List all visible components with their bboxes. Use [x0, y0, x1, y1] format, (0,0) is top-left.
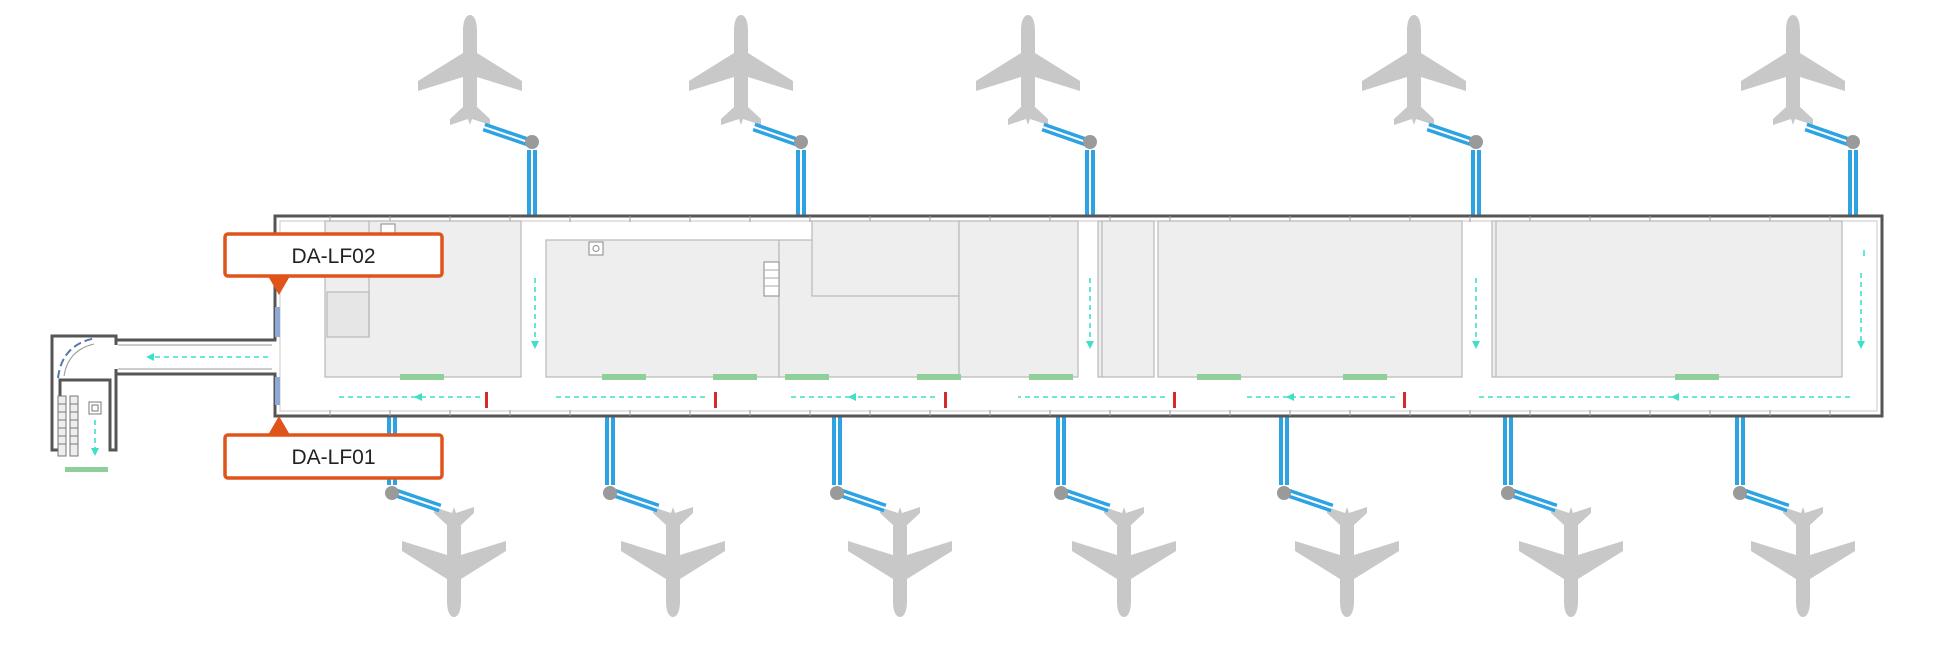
- counters: [65, 374, 1719, 472]
- gate-markers: [485, 392, 1406, 408]
- jet-bridge-icon: [482, 122, 539, 218]
- airplane-icon: [689, 15, 793, 125]
- room-block: [545, 239, 780, 378]
- callout-label: DA-LF02: [291, 245, 375, 268]
- callout-da-lf02[interactable]: DA-LF02: [223, 232, 444, 295]
- airplane-icon: [1295, 507, 1399, 617]
- jet-bridge-icon: [1054, 416, 1111, 513]
- aircraft-top-row: [418, 15, 1845, 125]
- flow-arrows: [91, 250, 1865, 456]
- room-block: [1157, 220, 1463, 378]
- room-blocks: [324, 220, 1843, 378]
- room-block: [1097, 220, 1155, 378]
- airplane-icon: [621, 507, 725, 617]
- airplane-icon: [1072, 507, 1176, 617]
- airplane-icon: [1362, 15, 1466, 125]
- jet-bridge-icon: [603, 416, 660, 513]
- airplane-icon: [418, 15, 522, 125]
- jet-bridge-icon: [1804, 122, 1860, 218]
- jet-bridges-bottom: [385, 416, 1790, 513]
- entrance-doors: [275, 307, 280, 405]
- room-block: [958, 220, 1079, 378]
- room-block: [1491, 220, 1843, 378]
- airplane-icon: [1741, 15, 1845, 125]
- airplane-icon: [1751, 507, 1855, 617]
- callout-da-lf01[interactable]: DA-LF01: [223, 416, 444, 480]
- jet-bridge-icon: [752, 122, 808, 218]
- room-block: [326, 291, 370, 338]
- room-block: [811, 220, 960, 297]
- jet-bridge-icon: [830, 416, 887, 513]
- airplane-icon: [848, 507, 952, 617]
- aircraft-bottom-row: [402, 507, 1855, 617]
- jet-bridges-top: [482, 122, 1860, 218]
- jet-bridge-icon: [1733, 416, 1790, 513]
- jet-bridge-icon: [1041, 122, 1097, 218]
- airplane-icon: [1519, 507, 1623, 617]
- airplane-icon: [402, 507, 506, 617]
- callout-label: DA-LF01: [291, 446, 375, 469]
- jet-bridge-icon: [1277, 416, 1334, 513]
- jet-bridge-icon: [1501, 416, 1558, 513]
- jet-bridge-icon: [1426, 122, 1483, 218]
- airplane-icon: [976, 15, 1080, 125]
- left-annex: [57, 337, 102, 457]
